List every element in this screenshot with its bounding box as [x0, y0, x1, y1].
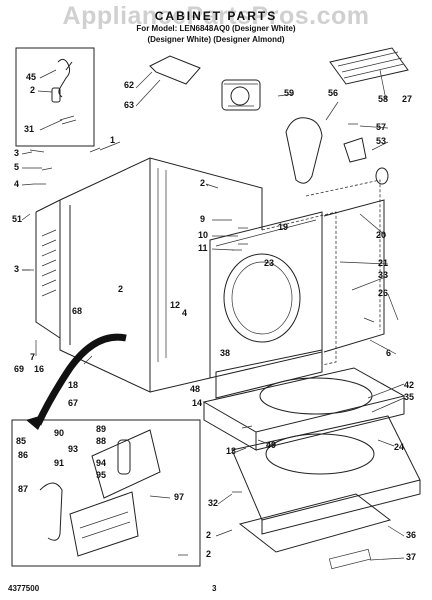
fuse-assembly-drawing	[51, 58, 77, 125]
inset-box-bottom-left	[11, 419, 201, 567]
callout-3: 3	[14, 148, 19, 158]
callout-56: 56	[328, 88, 338, 98]
callout-31: 31	[24, 124, 34, 134]
callout-2b: 2	[200, 178, 205, 188]
callout-89: 89	[96, 424, 106, 434]
callout-94: 94	[96, 458, 106, 468]
callout-51: 51	[12, 214, 22, 224]
callout-2d: 2	[206, 530, 211, 540]
callout-95: 95	[96, 470, 106, 480]
callout-4: 4	[14, 179, 19, 189]
callout-48: 48	[190, 384, 200, 394]
callout-5: 5	[14, 162, 19, 172]
callout-23: 23	[264, 258, 274, 268]
top-bracket-drawing	[149, 55, 201, 85]
callout-20: 20	[376, 230, 386, 240]
callout-53: 53	[376, 136, 386, 146]
harness-arrow-head	[26, 414, 46, 430]
top-panel-outline	[305, 179, 381, 330]
toe-panel-drawing	[215, 349, 323, 399]
callout-93: 93	[68, 444, 78, 454]
callout-32: 32	[208, 498, 218, 508]
callout-85: 85	[16, 436, 26, 446]
callout-68: 68	[72, 306, 82, 316]
base-drawing	[202, 367, 421, 570]
inset-box-top-left	[15, 47, 95, 147]
callout-24: 24	[394, 442, 404, 452]
callout-59: 59	[284, 88, 294, 98]
callout-4b: 4	[182, 308, 187, 318]
leader-lines	[21, 69, 405, 561]
callout-2: 2	[30, 85, 35, 95]
callout-19: 19	[278, 222, 288, 232]
page-number: 3	[212, 584, 217, 593]
callout-69: 69	[14, 364, 24, 374]
cabinet-drawing	[35, 157, 263, 393]
idler-bracket-drawing	[343, 137, 367, 163]
callout-58: 58	[378, 94, 388, 104]
callout-35: 35	[404, 392, 414, 402]
callout-7: 7	[30, 352, 35, 362]
callout-3b: 3	[14, 264, 19, 274]
document-number: 4377500	[8, 584, 40, 593]
variant-line: (Designer White) (Designer Almond)	[147, 35, 285, 44]
callout-14: 14	[192, 398, 202, 408]
drive-belt-drawing	[285, 117, 323, 184]
callout-87: 87	[18, 484, 28, 494]
model-line: For Model: LEN6848AQ0 (Designer White)	[136, 24, 296, 33]
callout-11: 11	[198, 243, 208, 253]
harness-arrow-drawing	[34, 333, 127, 426]
callout-88: 88	[96, 436, 106, 446]
idler-pulley-drawing	[375, 167, 389, 185]
watermark: AppliancePartsPros.com	[62, 2, 370, 30]
callout-90: 90	[54, 428, 64, 438]
callout-33: 33	[378, 270, 388, 280]
callout-62: 62	[124, 80, 134, 90]
callout-2e: 2	[206, 549, 211, 559]
drive-motor-drawing	[221, 79, 261, 111]
rear-panel-outline	[261, 211, 337, 366]
callout-63: 63	[124, 100, 134, 110]
diagram-title: CABINET PARTS	[154, 9, 278, 23]
callout-97: 97	[174, 492, 184, 502]
callout-16: 16	[34, 364, 44, 374]
callout-57: 57	[376, 122, 386, 132]
callout-12: 12	[170, 300, 180, 310]
gas-valve-assembly-drawing	[39, 429, 161, 557]
callout-9: 9	[200, 214, 205, 224]
callout-18: 18	[68, 380, 78, 390]
callout-86: 86	[18, 450, 28, 460]
drying-rack-drawing	[329, 47, 409, 85]
callout-91: 91	[54, 458, 64, 468]
callout-38: 38	[220, 348, 230, 358]
callout-37: 37	[406, 552, 416, 562]
callout-2c: 2	[118, 284, 123, 294]
callout-6: 6	[386, 348, 391, 358]
callout-10: 10	[198, 230, 208, 240]
callout-45: 45	[26, 72, 36, 82]
callout-21: 21	[378, 258, 388, 268]
callout-26: 26	[378, 288, 388, 298]
callout-1: 1	[110, 135, 115, 145]
callout-36: 36	[406, 530, 416, 540]
screw-icons	[22, 123, 375, 556]
callout-67: 67	[68, 398, 78, 408]
callout-27: 27	[402, 94, 412, 104]
side-panel-drawing	[323, 199, 385, 353]
callout-42: 42	[404, 380, 414, 390]
callout-13: 13	[226, 446, 236, 456]
